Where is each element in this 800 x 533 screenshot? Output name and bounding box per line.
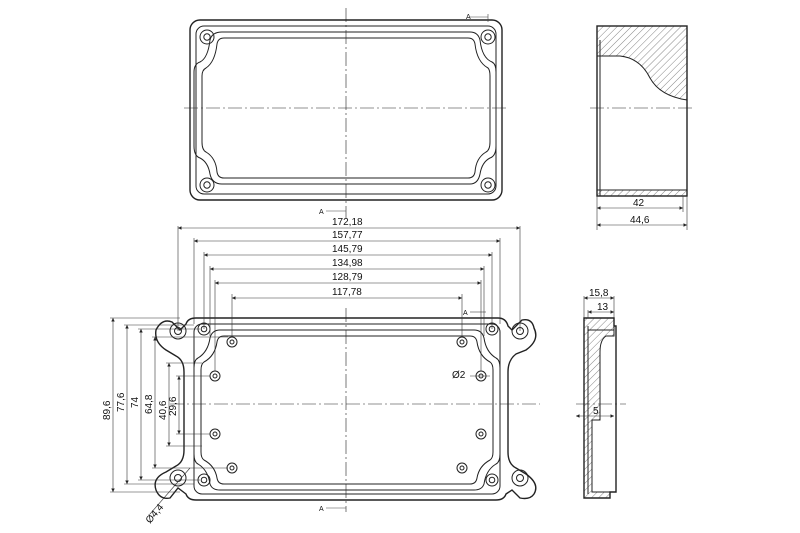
dim-128: 128,79 bbox=[332, 272, 363, 283]
corner-hole bbox=[480, 177, 496, 193]
diameter-callouts: Ø2 Ø4,4 bbox=[144, 370, 490, 526]
horizontal-dimensions: 172,18 157,77 145,79 134,98 128,79 117,7… bbox=[177, 217, 521, 371]
vertical-dimensions: 89,6 77,6 74 64,8 40,6 29,6 bbox=[102, 317, 228, 493]
dim-40: 40,6 bbox=[158, 400, 169, 420]
corner-hole bbox=[480, 29, 496, 45]
mount-hole bbox=[511, 469, 529, 487]
dim-117: 117,78 bbox=[332, 287, 362, 298]
section-label-bottom: A bbox=[319, 506, 324, 513]
lid-screw-hole bbox=[485, 473, 499, 487]
dim-floor: 5 bbox=[593, 406, 599, 417]
pcb-boss bbox=[209, 428, 221, 440]
dim-134: 134,98 bbox=[332, 258, 363, 269]
dim-depth-outer: 44,6 bbox=[630, 215, 650, 226]
corner-hole bbox=[199, 177, 215, 193]
pcb-boss bbox=[209, 370, 221, 382]
mount-diameter-label: Ø4,4 bbox=[144, 502, 167, 526]
side-view-bottom: 15,8 13 5 bbox=[576, 288, 626, 499]
dim-64: 64,8 bbox=[144, 394, 155, 414]
hole-diameter-label: Ø2 bbox=[452, 370, 466, 381]
bottom-view: A A bbox=[154, 308, 540, 513]
top-view: A A bbox=[184, 8, 508, 218]
section-label-top: A bbox=[463, 310, 468, 317]
mount-hole bbox=[169, 469, 187, 487]
dim-29: 29,6 bbox=[168, 396, 179, 416]
section-label-top: A bbox=[466, 14, 471, 21]
dim-145: 145,79 bbox=[332, 244, 363, 255]
section-label-bottom: A bbox=[319, 209, 324, 216]
dim-172: 172,18 bbox=[332, 217, 363, 228]
side-view-top: 42 44,6 bbox=[590, 25, 695, 230]
pcb-boss bbox=[456, 336, 468, 348]
pcb-boss bbox=[226, 336, 238, 348]
dim-depth-inner: 42 bbox=[633, 198, 645, 209]
dim-wall-outer: 15,8 bbox=[589, 288, 609, 299]
pcb-boss bbox=[226, 462, 238, 474]
dim-89: 89,6 bbox=[102, 400, 113, 420]
corner-hole bbox=[199, 29, 215, 45]
dim-wall-inner: 13 bbox=[597, 302, 609, 313]
dim-77: 77,6 bbox=[116, 392, 127, 412]
pcb-boss bbox=[456, 462, 468, 474]
pcb-boss bbox=[475, 428, 487, 440]
dim-74: 74 bbox=[130, 396, 141, 408]
dim-157: 157,77 bbox=[332, 230, 363, 241]
